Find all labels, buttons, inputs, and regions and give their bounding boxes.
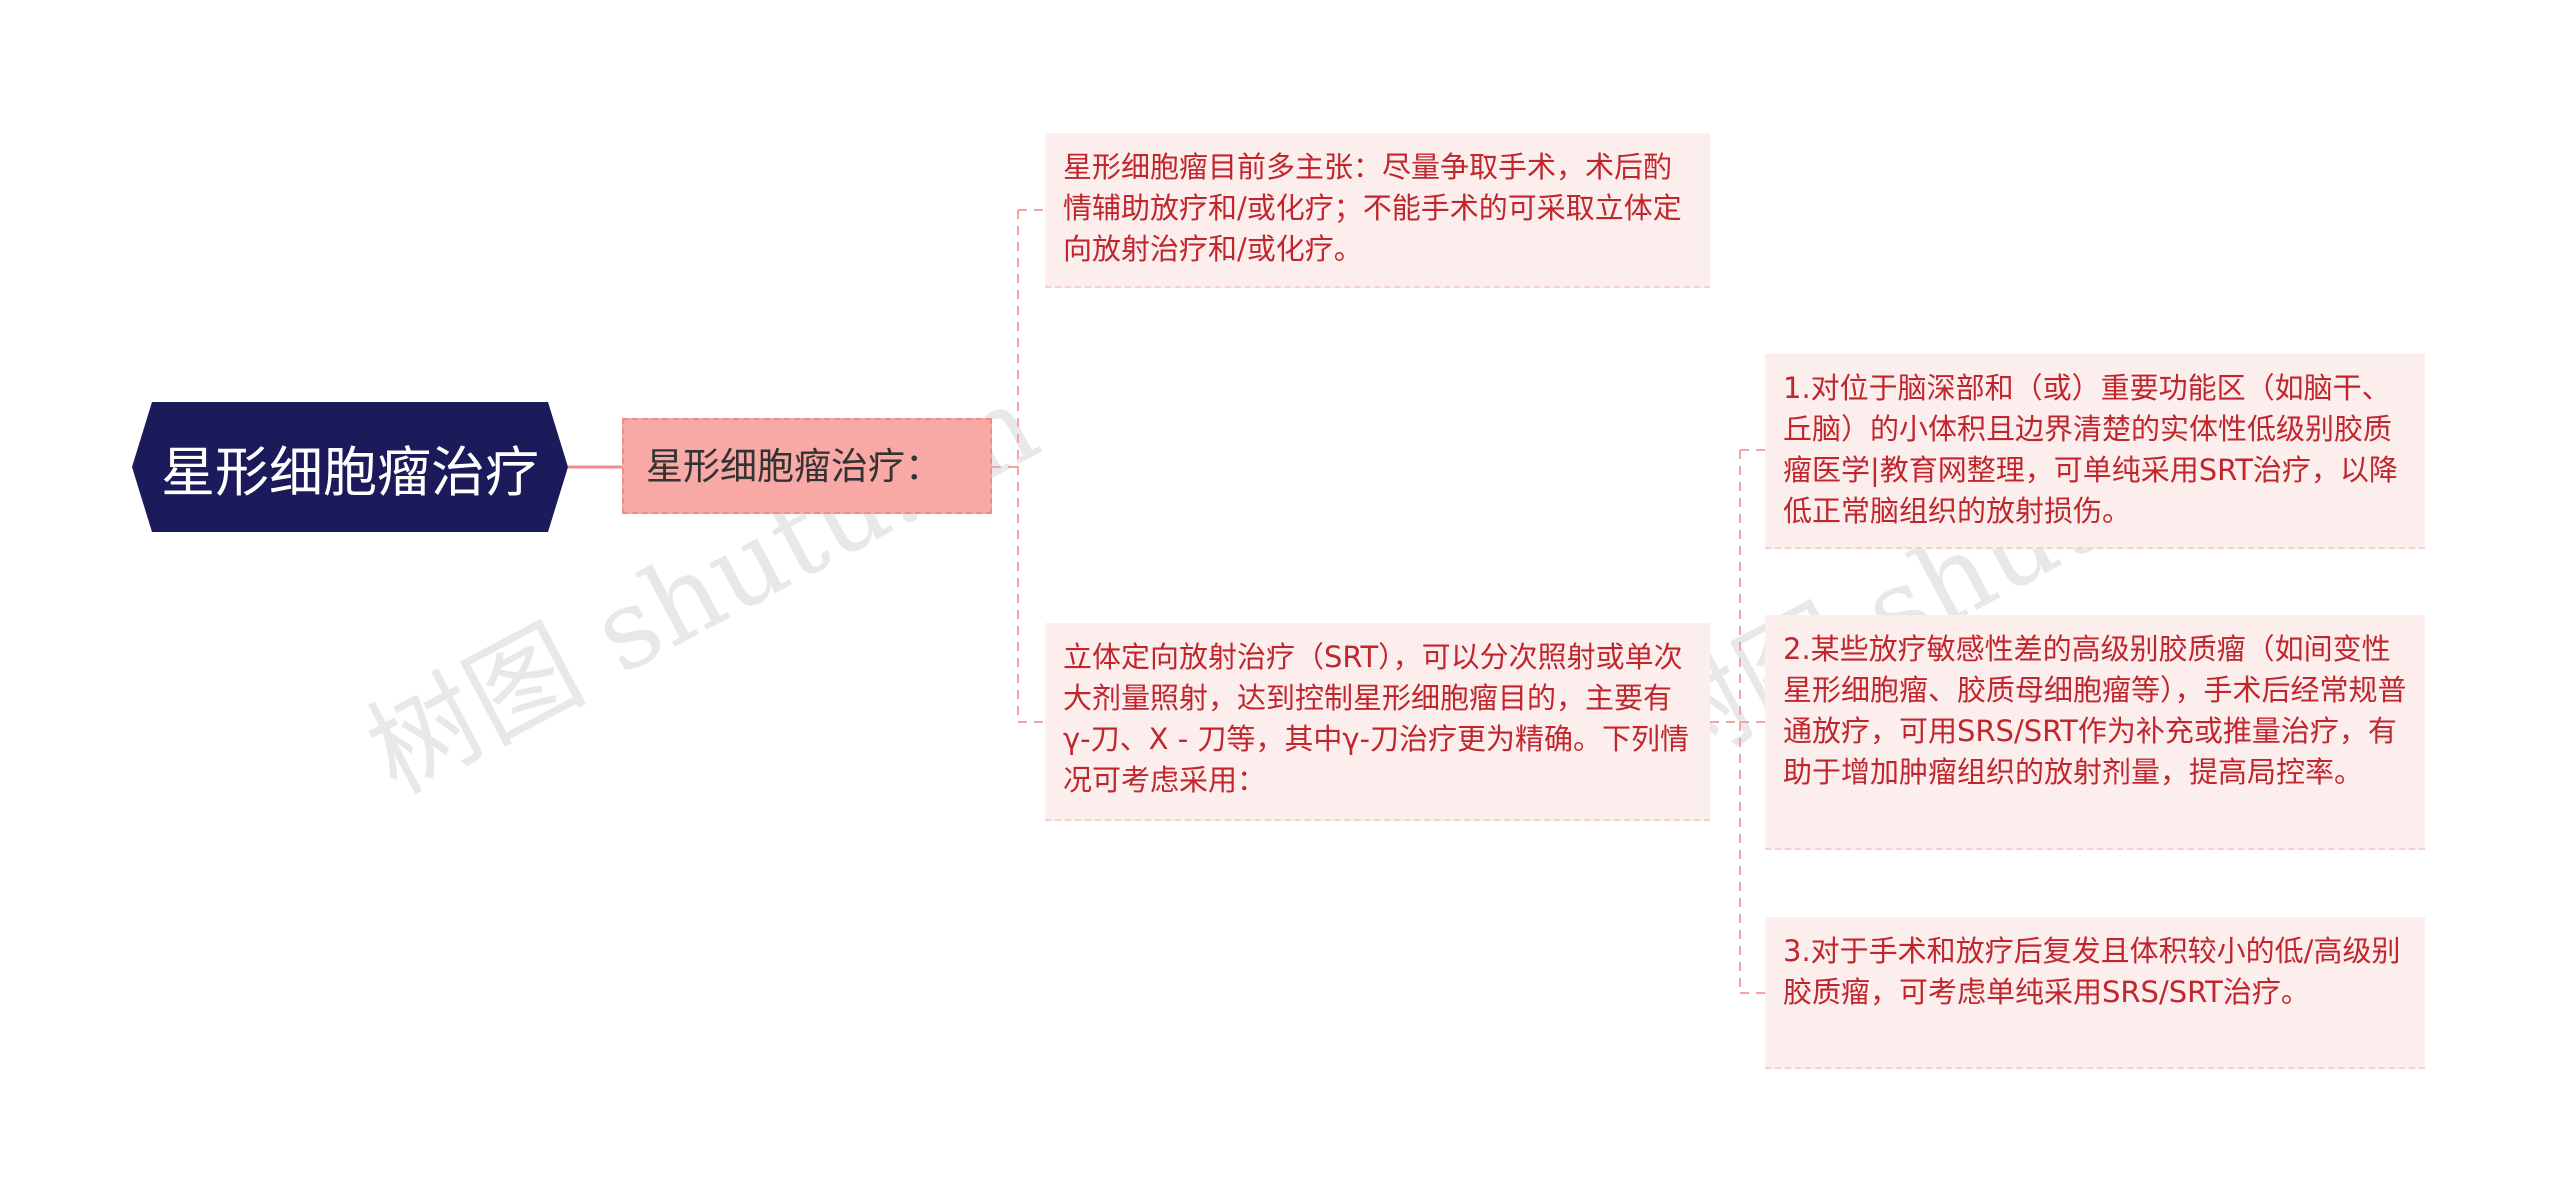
subleaf-1[interactable]: 1.对位于脑深部和（或）重要功能区（如脑干、丘脑）的小体积且边界清楚的实体性低级… <box>1765 354 2425 549</box>
subleaf-2[interactable]: 2.某些放疗敏感性差的高级别胶质瘤（如间变性星形细胞瘤、胶质母细胞瘤等），手术后… <box>1765 615 2425 850</box>
leaf-srt[interactable]: 立体定向放射治疗（SRT），可以分次照射或单次大剂量照射，达到控制星形细胞瘤目的… <box>1045 623 1710 821</box>
root-shape <box>132 402 568 532</box>
subleaf-3[interactable]: 3.对于手术和放疗后复发且体积较小的低/高级别胶质瘤，可考虑单纯采用SRS/SR… <box>1765 917 2425 1069</box>
leaf-surgery[interactable]: 星形细胞瘤目前多主张：尽量争取手术，术后酌情辅助放疗和/或化疗；不能手术的可采取… <box>1045 133 1710 288</box>
root-node[interactable]: 星形细胞瘤治疗 <box>132 402 568 532</box>
root-label: 星形细胞瘤治疗 <box>161 440 539 504</box>
branch-node[interactable]: 星形细胞瘤治疗： <box>622 418 992 514</box>
